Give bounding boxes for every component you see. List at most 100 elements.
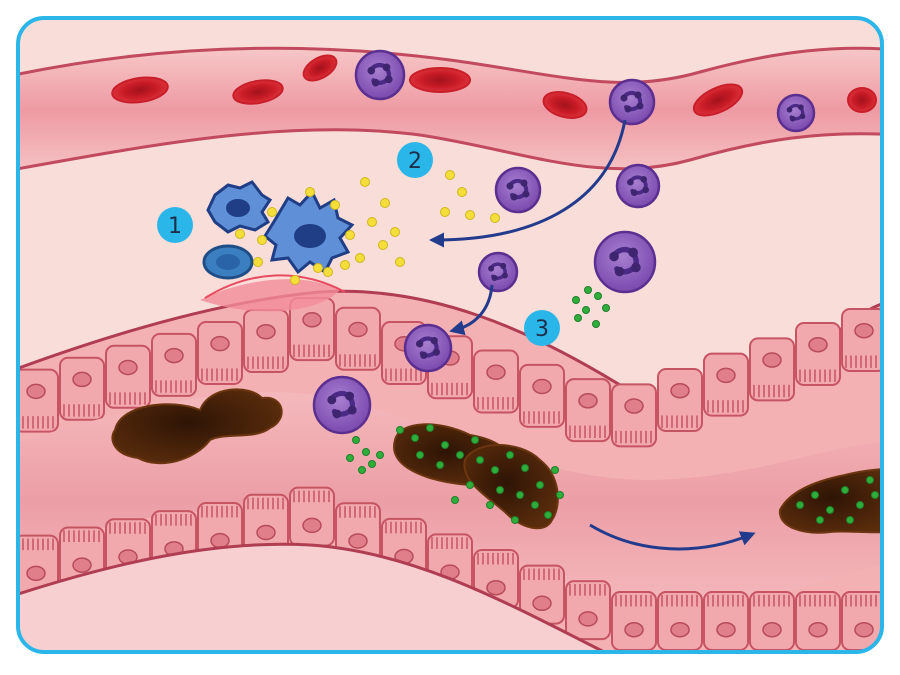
neutrophil-body <box>354 49 406 101</box>
nucleus-lobe <box>609 251 619 262</box>
nucleus-lobe <box>520 179 528 187</box>
red-blood-cells <box>111 54 877 119</box>
antimicrobial-dot <box>811 491 819 499</box>
red-blood-cell <box>692 83 744 117</box>
nucleus-lobe <box>420 351 428 359</box>
cell-body <box>105 344 151 409</box>
cell-nucleus <box>256 323 276 340</box>
cell-body <box>0 544 12 602</box>
antimicrobial-dot <box>376 451 384 459</box>
epithelial-cell <box>335 502 381 563</box>
antimicrobial-dot <box>368 460 376 468</box>
step-label-2: 2 <box>408 149 422 174</box>
epithelial-cell <box>795 322 841 386</box>
antimicrobial-dot <box>426 424 434 432</box>
epithelial-cell <box>703 352 749 417</box>
epithelial-cell <box>473 349 519 414</box>
nucleus-lobe <box>332 409 342 419</box>
antigen-particle <box>235 229 245 239</box>
antimicrobial-peptides <box>346 286 894 524</box>
epithelial-cell <box>749 337 795 402</box>
nucleus-lobe <box>634 91 642 99</box>
red-blood-cell <box>542 91 588 119</box>
epithelial-breach <box>200 279 340 312</box>
antigen-particle <box>360 177 370 187</box>
antimicrobial-dot <box>436 461 444 469</box>
neutrophil-body <box>312 375 372 435</box>
circulating-neutrophils <box>354 49 816 133</box>
cell-nucleus <box>854 322 874 339</box>
antimicrobial-dot <box>544 511 552 519</box>
nucleus-lobe <box>501 272 508 279</box>
bacteria-cluster <box>778 468 882 534</box>
cell-nucleus <box>348 533 368 549</box>
antimicrobial-dot <box>411 434 419 442</box>
antimicrobial-dot <box>556 491 564 499</box>
cell-nucleus <box>624 398 644 414</box>
cell-body <box>749 337 795 402</box>
nucleus-lobe <box>798 104 804 111</box>
cell-body <box>565 378 611 443</box>
epithelial-cell <box>749 591 795 651</box>
cell-nucleus <box>808 621 828 638</box>
nucleus-lobe <box>510 193 518 201</box>
nucleus-lobe <box>347 405 357 415</box>
tissue-neutrophils <box>312 163 661 435</box>
epithelial-cell <box>565 378 611 443</box>
step-badge-3: 3 <box>524 310 560 346</box>
neutrophil <box>615 163 661 209</box>
nucleus-lobe <box>506 182 514 190</box>
cell-body <box>795 322 841 386</box>
cell-body <box>611 383 657 448</box>
cell-body <box>657 591 703 651</box>
cell-body <box>519 363 565 428</box>
neutrophil <box>593 230 657 294</box>
antimicrobial-dot <box>796 501 804 509</box>
macrophage-nucleus <box>216 254 240 270</box>
epithelial-cell <box>703 591 749 651</box>
nucleus-lobe <box>631 262 641 273</box>
antimicrobial-dot <box>496 486 504 494</box>
antigen-particle <box>380 198 390 208</box>
antimicrobial-dot <box>441 441 449 449</box>
epithelial-cell <box>335 306 381 371</box>
cell-nucleus <box>670 382 690 399</box>
antimicrobial-dot <box>486 501 494 509</box>
cell-nucleus <box>532 595 552 612</box>
neutrophil <box>312 375 372 435</box>
cell-nucleus <box>762 621 782 638</box>
cell-body <box>795 591 841 651</box>
antimicrobial-dot <box>871 491 879 499</box>
antimicrobial-dot <box>594 292 602 300</box>
nucleus-lobe <box>614 266 625 277</box>
nucleus-lobe <box>620 94 628 102</box>
diagram-frame <box>16 16 884 654</box>
antigen-particles <box>235 170 500 285</box>
antimicrobial-dot <box>602 304 610 312</box>
antimicrobial-dot <box>516 491 524 499</box>
antimicrobial-dot <box>887 497 894 504</box>
epithelial-cell <box>0 544 12 602</box>
antimicrobial-dot <box>846 516 854 524</box>
epithelial-cell <box>611 591 657 651</box>
antimicrobial-dot <box>491 466 499 474</box>
antigen-particle <box>323 267 333 277</box>
nucleus-lobe <box>327 395 337 405</box>
antimicrobial-dot <box>584 286 592 294</box>
nucleus-lobe <box>522 190 530 198</box>
cell-body <box>335 306 381 371</box>
epithelial-cell <box>18 534 59 595</box>
red-blood-cell <box>111 76 169 104</box>
arrow-icon <box>429 119 627 248</box>
nucleus-lobe <box>345 391 355 401</box>
antimicrobial-dot <box>416 451 424 459</box>
cell-body <box>473 349 519 414</box>
cell-nucleus <box>348 321 368 338</box>
neutrophil <box>354 49 406 101</box>
antigen-particle <box>378 240 388 250</box>
red-blood-cell <box>302 54 338 82</box>
epithelial-cell <box>59 356 105 421</box>
antimicrobial-dot <box>592 320 600 328</box>
epithelial-cell <box>841 308 882 372</box>
